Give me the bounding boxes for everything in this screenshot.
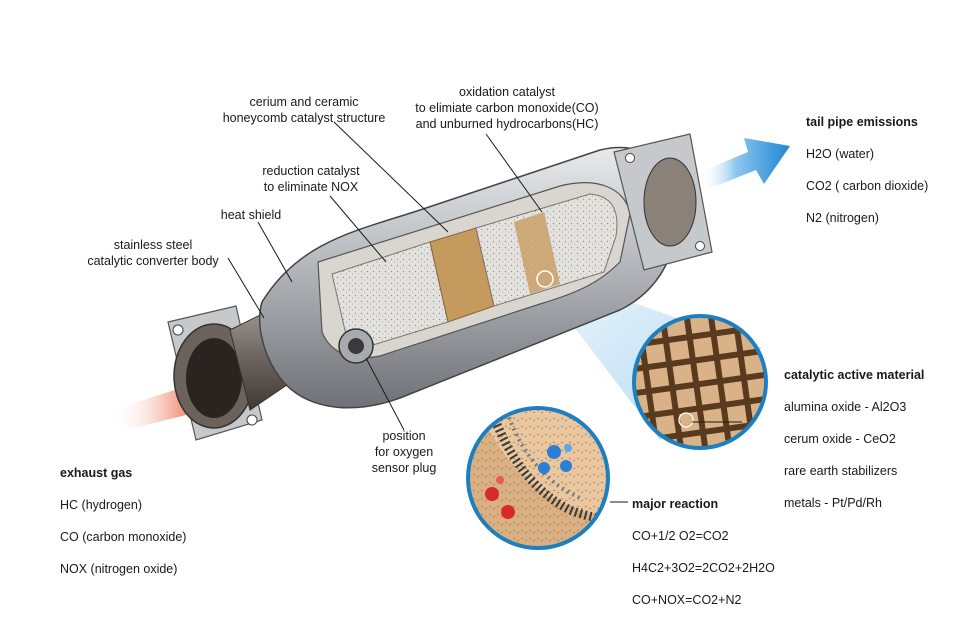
exhaust-item: HC (hydrogen) (60, 498, 142, 512)
tail-emissions-block: tail pipe emissions H2O (water) CO2 ( ca… (806, 98, 956, 242)
tail-item: N2 (nitrogen) (806, 211, 879, 225)
reaction-zoom (466, 406, 610, 550)
exhaust-item: NOX (nitrogen oxide) (60, 562, 178, 576)
outlet-arrow (700, 138, 790, 190)
catalytic-heading: catalytic active material (784, 368, 925, 382)
catalytic-item: metals - Pt/Pd/Rh (784, 496, 882, 510)
focus-marker (536, 270, 554, 288)
exhaust-heading: exhaust gas (60, 466, 133, 480)
reaction-heading: major reaction (632, 497, 719, 511)
reaction-item: CO+NOX=CO2+N2 (632, 593, 742, 607)
catalyst-band-2 (514, 212, 560, 294)
major-reaction-block: major reaction CO+1/2 O2=CO2 H4C2+3O2=2C… (632, 480, 832, 624)
label-cerium-structure: cerium and ceramic honeycomb catalyst st… (222, 95, 386, 125)
label-oxidation-catalyst: oxidation catalyst to elimiate carbon mo… (415, 85, 599, 131)
reaction-item: CO+1/2 O2=CO2 (632, 529, 729, 543)
label-reduction-catalyst: reduction catalyst to eliminate NOX (262, 164, 360, 194)
oxygen-molecule (547, 445, 561, 459)
catalytic-item: alumina oxide - Al2O3 (784, 400, 907, 414)
exhaust-item: CO (carbon monoxide) (60, 530, 187, 544)
tail-item: CO2 ( carbon dioxide) (806, 179, 929, 193)
sensor-boss (338, 328, 374, 364)
exhaust-gas-block: exhaust gas HC (hydrogen) CO (carbon mon… (60, 449, 240, 593)
label-converter-body: stainless steel catalytic converter body (87, 238, 219, 268)
pollutant-molecule (485, 487, 499, 501)
catalytic-item: cerum oxide - CeO2 (784, 432, 896, 446)
leader-lines (227, 121, 742, 503)
tail-item: H2O (water) (806, 147, 875, 161)
catalytic-material-block: catalytic active material alumina oxide … (784, 351, 956, 527)
tail-heading: tail pipe emissions (806, 115, 918, 129)
catalytic-item: rare earth stabilizers (784, 464, 898, 478)
reaction-item: H4C2+3O2=2CO2+2H2O (632, 561, 775, 575)
outlet-flange (613, 133, 713, 271)
label-oxygen-sensor: position for oxygen sensor plug (371, 429, 437, 475)
label-heat-shield: heat shield (220, 208, 282, 222)
